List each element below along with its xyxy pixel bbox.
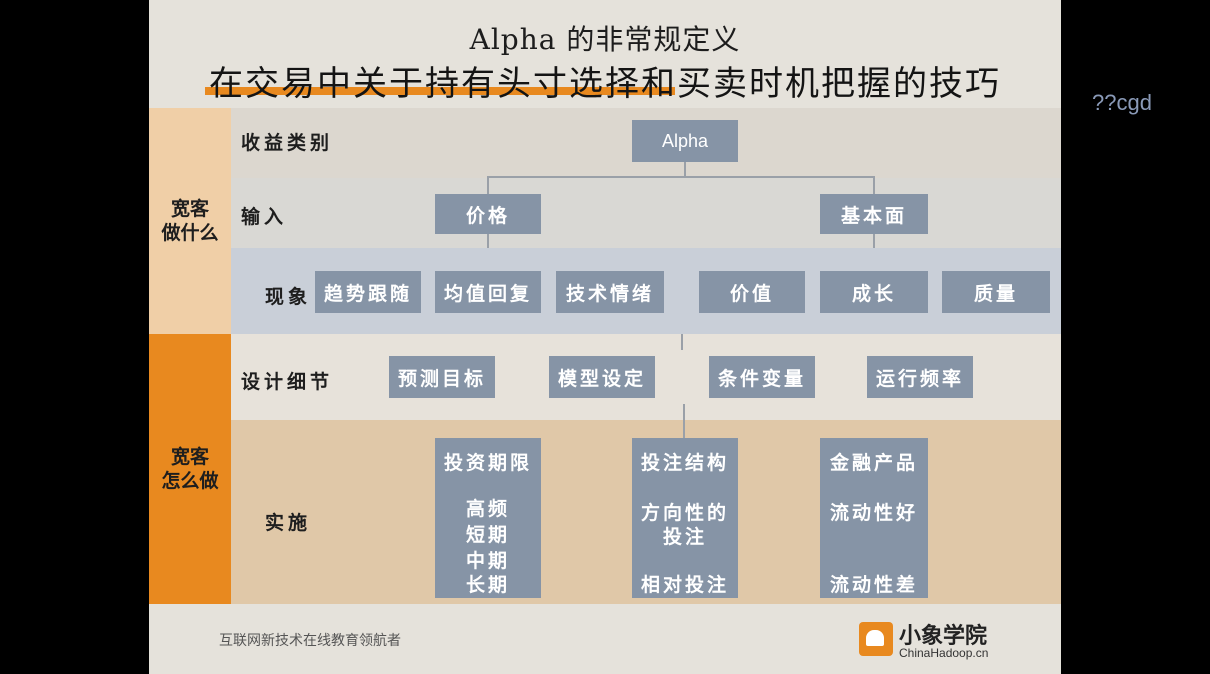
connector xyxy=(487,176,489,194)
connector xyxy=(873,234,875,248)
impl-horizon-item: 中期 xyxy=(465,550,510,572)
impl-structure-item: 相对投注 xyxy=(640,574,729,596)
footer-tagline: 互联网新技术在线教育领航者 xyxy=(219,633,401,649)
connector xyxy=(683,404,685,438)
elephant-logo-icon xyxy=(859,622,893,656)
row-label-phenomenon: 现象 xyxy=(265,286,312,308)
node-impl-products: 金融产品 流动性好 流动性差 xyxy=(820,438,928,598)
impl-horizon-header: 投资期限 xyxy=(443,452,532,474)
slide-subtitle: 在交易中关于持有头寸选择和买卖时机把握的技巧 xyxy=(209,64,1001,104)
logo-name: 小象学院 xyxy=(899,623,988,649)
node-phenomenon-mean-reversion: 均值回复 xyxy=(435,271,541,313)
node-impl-structure: 投注结构 方向性的 投注 相对投注 xyxy=(632,438,738,598)
row-label-return-category: 收益类别 xyxy=(241,132,334,154)
side-label-how-text: 宽客 怎么做 xyxy=(161,446,219,492)
logo: 小象学院 ChinaHadoop.cn xyxy=(859,620,1009,664)
node-design-target: 预测目标 xyxy=(389,356,495,398)
row-label-input: 输入 xyxy=(241,206,288,228)
slide: Alpha 的非常规定义 在交易中关于持有头寸选择和买卖时机把握的技巧 宽客 做… xyxy=(149,0,1061,674)
node-phenomenon-value: 价值 xyxy=(699,271,805,313)
side-label-what-text: 宽客 做什么 xyxy=(161,198,219,244)
impl-structure-header: 投注结构 xyxy=(640,452,729,474)
node-input-fundamentals: 基本面 xyxy=(820,194,928,234)
side-label-how: 宽客 怎么做 xyxy=(149,334,231,604)
side-label-what: 宽客 做什么 xyxy=(149,108,231,334)
impl-structure-item: 投注 xyxy=(662,526,707,548)
impl-horizon-item: 短期 xyxy=(465,524,510,546)
impl-horizon-item: 长期 xyxy=(465,574,510,596)
node-impl-horizon: 投资期限 高频 短期 中期 长期 xyxy=(435,438,541,598)
row-label-design-detail: 设计细节 xyxy=(241,371,334,393)
node-alpha: Alpha xyxy=(632,120,738,162)
impl-structure-item: 方向性的 xyxy=(640,502,729,524)
node-phenomenon-trend: 趋势跟随 xyxy=(315,271,421,313)
band-input xyxy=(231,178,1061,248)
corner-note: ??cgd xyxy=(1092,90,1152,115)
node-design-frequency: 运行频率 xyxy=(867,356,973,398)
connector xyxy=(681,334,683,350)
logo-url: ChinaHadoop.cn xyxy=(899,646,989,660)
impl-horizon-item: 高频 xyxy=(465,498,510,520)
impl-products-header: 金融产品 xyxy=(829,452,918,474)
node-phenomenon-quality: 质量 xyxy=(942,271,1050,313)
impl-products-item: 流动性好 xyxy=(829,502,918,524)
node-design-conditions: 条件变量 xyxy=(709,356,815,398)
node-phenomenon-sentiment: 技术情绪 xyxy=(556,271,664,313)
node-design-model: 模型设定 xyxy=(549,356,655,398)
impl-products-item: 流动性差 xyxy=(829,574,918,596)
connector xyxy=(487,234,489,248)
node-input-price: 价格 xyxy=(435,194,541,234)
connector xyxy=(487,176,875,178)
connector xyxy=(684,162,686,176)
connector xyxy=(873,176,875,194)
node-phenomenon-growth: 成长 xyxy=(820,271,928,313)
title-underline xyxy=(205,87,675,95)
slide-title: Alpha 的非常规定义 xyxy=(469,23,741,56)
row-label-implementation: 实施 xyxy=(265,512,312,534)
